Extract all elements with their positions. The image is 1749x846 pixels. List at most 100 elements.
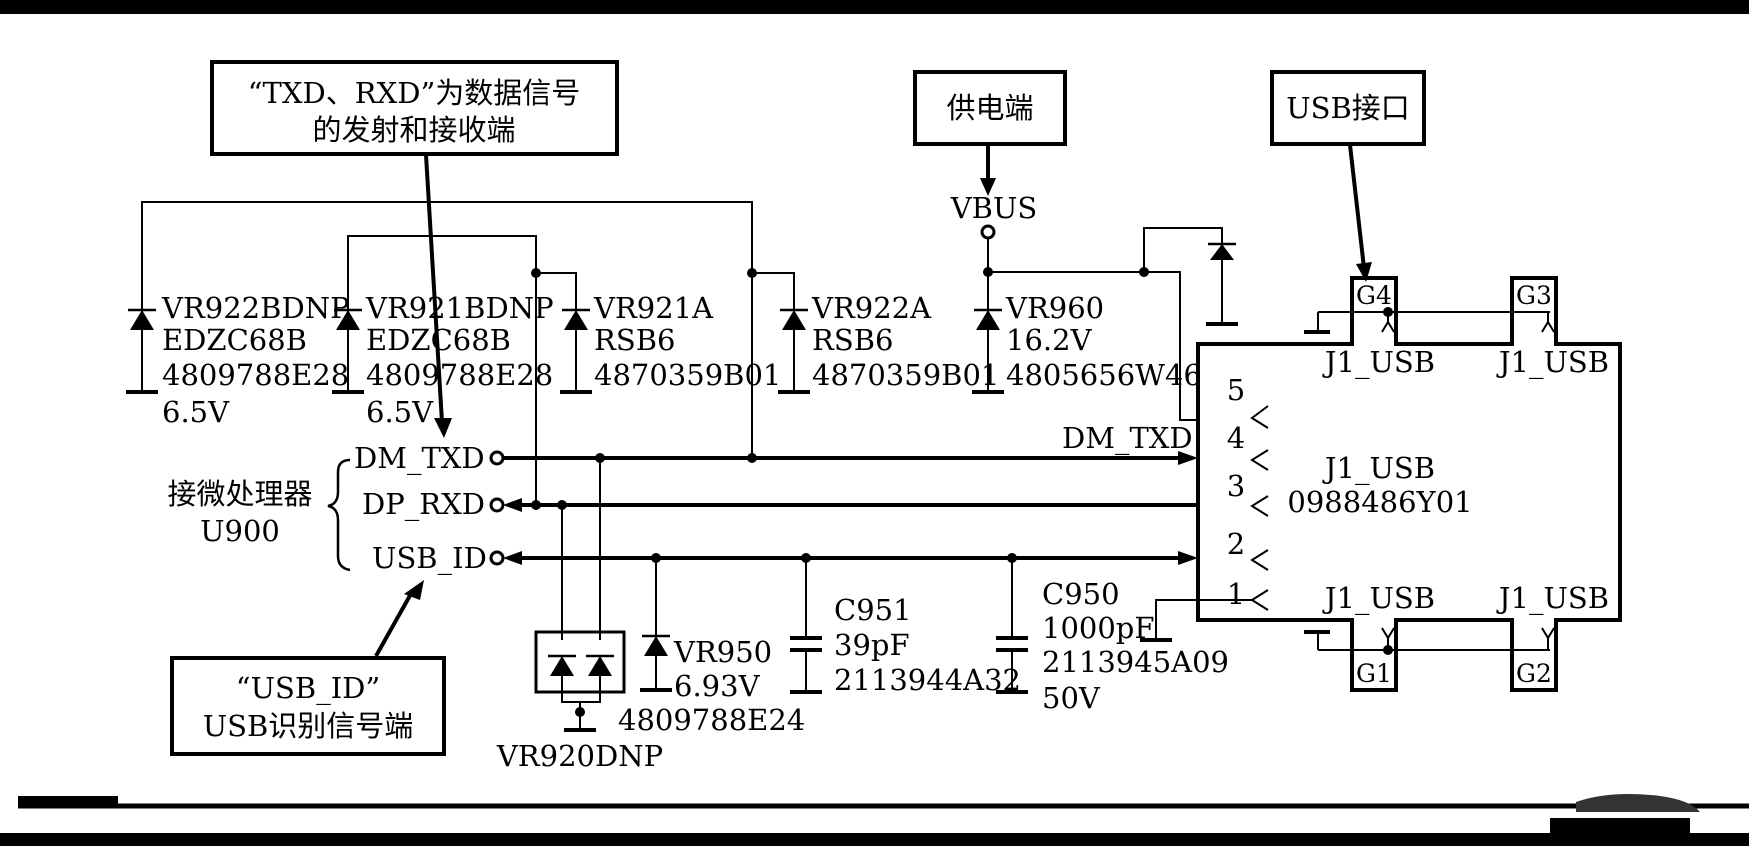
label-vr922a: VR922A RSB6 4870359B01 <box>811 291 999 392</box>
net-usb-id: USB_ID <box>372 541 487 576</box>
c950-ref: C950 <box>1042 577 1120 611</box>
vr922bdnp-ref: VR922BDNP <box>161 291 350 325</box>
pin-2: 2 <box>1227 527 1269 571</box>
diode-vr922a <box>778 308 810 394</box>
capacitor-c951: C951 39pF 2113944A32 <box>790 558 1021 697</box>
label-vr922bdnp: VR922BDNP EDZC68B 4809788E28 6.5V <box>161 291 350 429</box>
bottom-mark-right <box>1550 818 1690 838</box>
arrow-head <box>434 418 452 438</box>
terminal-dm-txd <box>489 450 505 466</box>
callout-txd-rxd-line2: 的发射和接收端 <box>312 113 515 147</box>
diode-vr921bdnp <box>332 308 364 394</box>
vr950-part: 4809788E24 <box>618 703 805 737</box>
arrow-head <box>1356 262 1372 282</box>
net-dp-rxd: DP_RXD <box>362 487 485 522</box>
callout-power: 供电端 <box>913 70 1067 196</box>
c950-voltage: 50V <box>1042 681 1101 715</box>
c951-ref: C951 <box>834 593 912 627</box>
terminal-dp-rxd <box>489 497 505 513</box>
svg-text:4: 4 <box>1227 421 1245 455</box>
c950-value: 1000pF <box>1042 611 1155 645</box>
shield-g2: G2 <box>1516 659 1552 688</box>
vr922a-ref: VR922A <box>811 291 932 325</box>
brace <box>327 458 351 572</box>
vr950-ref: VR950 <box>673 635 772 669</box>
vr921bdnp-ref: VR921BDNP <box>365 291 554 325</box>
vr950-voltage: 6.93V <box>674 669 761 703</box>
mcu-line2: U900 <box>200 514 280 548</box>
c951-part: 2113944A32 <box>834 663 1021 697</box>
pin-3: 3 <box>1227 469 1269 517</box>
callout-usb-id-line1: “USB_ID” <box>236 671 380 706</box>
shield-label-g3: J1_USB <box>1496 345 1609 380</box>
arrow-head <box>980 178 996 196</box>
callout-usb-port: USB接口 <box>1270 70 1426 282</box>
svg-text:3: 3 <box>1227 469 1245 503</box>
arrow-head <box>503 551 522 565</box>
label-vr960: VR960 16.2V 4805656W46 <box>1005 291 1202 392</box>
callout-power-label: 供电端 <box>946 91 1033 125</box>
vr921a-type: RSB6 <box>594 323 675 357</box>
diode-vr950: VR950 6.93V 4809788E24 <box>618 558 805 737</box>
vbus-node: VBUS <box>950 191 1238 421</box>
shield-label-g1: J1_USB <box>1322 581 1435 616</box>
shield-g1: G1 <box>1356 659 1392 688</box>
vr921bdnp-voltage: 6.5V <box>366 395 434 429</box>
capacitor-c950: C950 1000pF 2113945A09 50V <box>996 558 1229 715</box>
callout-usb-port-label: USB接口 <box>1286 91 1410 125</box>
vr922bdnp-type: EDZC68B <box>162 323 307 357</box>
callout-usb-id-line2: USB识别信号端 <box>203 709 414 743</box>
diode-vr922bdnp <box>126 300 158 394</box>
c950-part: 2113945A09 <box>1042 645 1229 679</box>
net-dm-txd: DM_TXD <box>354 441 485 476</box>
svg-text:2: 2 <box>1227 527 1245 561</box>
mcu-label: 接微处理器 U900 <box>167 458 351 572</box>
diode-vr921a <box>560 308 592 394</box>
c951-value: 39pF <box>834 628 910 662</box>
bottom-mark-left <box>18 796 118 804</box>
shield-label-g2: J1_USB <box>1496 581 1609 616</box>
label-vr921a: VR921A RSB6 4870359B01 <box>593 291 781 392</box>
vr921a-ref: VR921A <box>593 291 714 325</box>
scan-artifact <box>1576 794 1700 812</box>
arrow-head <box>1178 451 1198 465</box>
shield-label-g4: J1_USB <box>1322 345 1435 380</box>
shield-g4: G4 <box>1356 281 1392 310</box>
top-border <box>0 0 1749 14</box>
vr920dnp-ref: VR920DNP <box>496 739 663 773</box>
connector-part: 0988486Y01 <box>1287 485 1472 519</box>
callout-usb-id: “USB_ID” USB识别信号端 <box>170 580 446 756</box>
diode-vr960 <box>972 308 1004 394</box>
vr922bdnp-part: 4809788E28 <box>162 358 349 392</box>
connector-name: J1_USB <box>1322 451 1435 486</box>
label-vr921bdnp: VR921BDNP EDZC68B 4809788E28 6.5V <box>365 291 554 429</box>
bottom-border <box>0 833 1749 846</box>
vr921bdnp-type: EDZC68B <box>366 323 511 357</box>
pin-1: 1 <box>1227 577 1269 611</box>
arrow-head <box>1178 551 1198 565</box>
vr921a-part: 4870359B01 <box>594 358 781 392</box>
signal-lines: DM_TXD DP_RXD USB_ID DM_TXD <box>354 421 1198 576</box>
vr922bdnp-voltage: 6.5V <box>162 395 230 429</box>
terminal-usb-id <box>489 550 505 566</box>
pin-5: 5 <box>1227 373 1269 429</box>
svg-text:1: 1 <box>1227 577 1245 611</box>
vr922a-part: 4870359B01 <box>812 358 999 392</box>
arrow-head <box>404 580 424 600</box>
vr960-part: 4805656W46 <box>1006 358 1202 392</box>
callout-txd-rxd: “TXD、RXD”为数据信号 的发射和接收端 <box>210 60 619 438</box>
mcu-line1: 接微处理器 <box>167 477 312 511</box>
vr960-voltage: 16.2V <box>1006 323 1093 357</box>
arrow-head <box>503 498 522 512</box>
vr921bdnp-part: 4809788E28 <box>366 358 553 392</box>
diode-vr920dnp: VR920DNP <box>496 458 663 773</box>
connector-j1-usb: 5 4 3 2 1 J1_USB 0988486Y01 G4 G3 J1_USB… <box>1140 276 1622 692</box>
vr960-ref: VR960 <box>1005 291 1104 325</box>
pin-4: 4 <box>1227 421 1269 471</box>
vr922a-type: RSB6 <box>812 323 893 357</box>
shield-g3: G3 <box>1516 281 1552 310</box>
net-dm-txd-conn: DM_TXD <box>1062 421 1193 456</box>
callout-txd-rxd-line1: “TXD、RXD”为数据信号 <box>248 76 581 110</box>
svg-text:5: 5 <box>1227 373 1245 407</box>
